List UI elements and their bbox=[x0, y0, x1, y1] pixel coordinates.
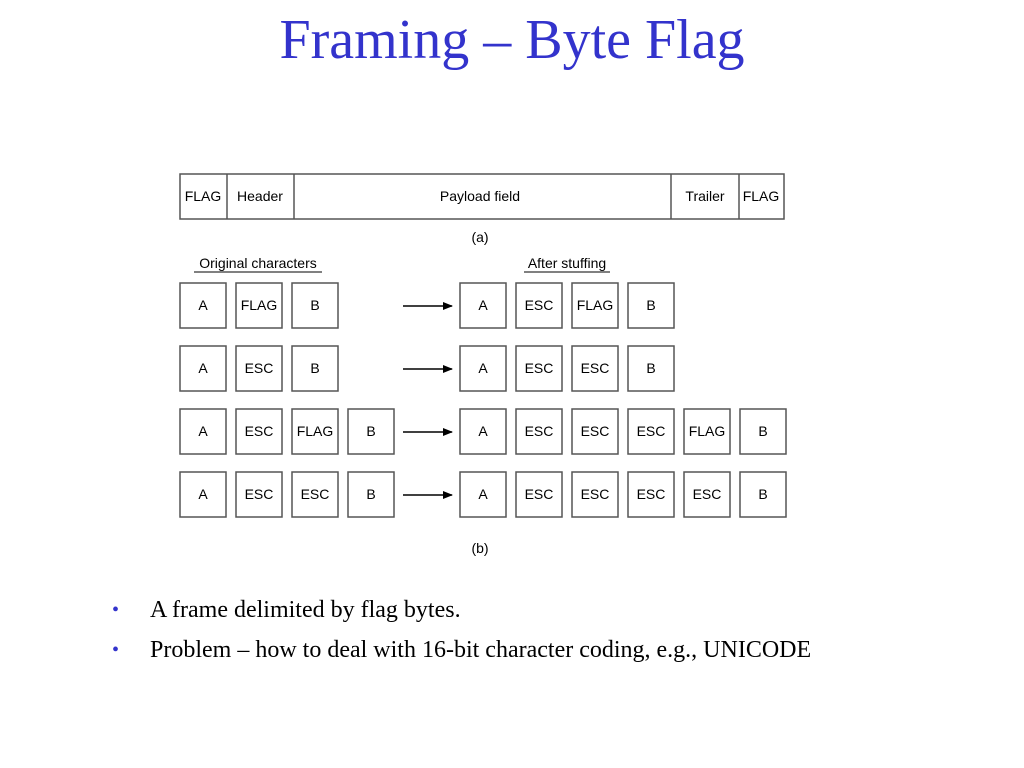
original-char-label: A bbox=[198, 360, 208, 376]
stuffed-char-label: A bbox=[478, 297, 488, 313]
original-char-box bbox=[179, 471, 227, 518]
frame-field-flag-end: FLAG bbox=[743, 188, 780, 204]
original-char-box bbox=[347, 471, 395, 518]
bullet-marker: • bbox=[112, 599, 120, 621]
stuffed-char-label: ESC bbox=[693, 486, 722, 502]
stuffed-char-label: ESC bbox=[581, 423, 610, 439]
original-char-label: A bbox=[198, 297, 208, 313]
original-char-box bbox=[235, 345, 283, 392]
original-char-box bbox=[291, 471, 339, 518]
stuffed-char-label: A bbox=[478, 486, 488, 502]
stuffed-char-label: B bbox=[758, 423, 767, 439]
original-char-box bbox=[291, 408, 339, 455]
stuffed-char-label: B bbox=[758, 486, 767, 502]
stuffed-char-box bbox=[683, 471, 731, 518]
stuffed-char-box bbox=[459, 471, 507, 518]
stuffed-char-label: B bbox=[646, 297, 655, 313]
stuffed-char-label: FLAG bbox=[689, 423, 726, 439]
bullet-item: • Problem – how to deal with 16-bit char… bbox=[112, 632, 811, 672]
frame-field-flag-start: FLAG bbox=[185, 188, 222, 204]
original-char-label: FLAG bbox=[297, 423, 334, 439]
stuffed-char-box bbox=[739, 408, 787, 455]
frame-caption: (a) bbox=[471, 229, 488, 245]
original-char-label: ESC bbox=[245, 423, 274, 439]
bullet-marker: • bbox=[112, 639, 120, 661]
frame-outline bbox=[179, 173, 785, 220]
stuffed-char-box bbox=[627, 282, 675, 329]
frame-field-trailer: Trailer bbox=[685, 188, 724, 204]
original-char-box bbox=[291, 282, 339, 329]
stuffed-char-box bbox=[459, 282, 507, 329]
original-char-label: ESC bbox=[301, 486, 330, 502]
original-char-label: B bbox=[366, 486, 375, 502]
stuffing-rows: A FLAG B A ESC FLAG B A ESC B A ESC ESC B A ESC FLAG B A ES… bbox=[179, 282, 787, 518]
stuffed-char-box bbox=[459, 345, 507, 392]
original-char-box bbox=[235, 282, 283, 329]
original-characters-label: Original characters bbox=[199, 255, 317, 271]
original-char-label: B bbox=[310, 360, 319, 376]
bullet-item: • A frame delimited by flag bytes. bbox=[112, 592, 811, 632]
stuffed-char-label: B bbox=[646, 360, 655, 376]
frame-field-header: Header bbox=[237, 188, 283, 204]
stuffed-char-label: ESC bbox=[525, 297, 554, 313]
stuffed-char-box bbox=[515, 408, 563, 455]
stuffed-char-box bbox=[571, 345, 619, 392]
stuffed-char-box bbox=[571, 282, 619, 329]
original-char-label: B bbox=[310, 297, 319, 313]
stuffed-char-box bbox=[627, 471, 675, 518]
stuffed-char-box bbox=[459, 408, 507, 455]
stuffed-char-label: ESC bbox=[637, 486, 666, 502]
stuffed-char-label: ESC bbox=[581, 360, 610, 376]
stuffed-char-box bbox=[515, 471, 563, 518]
original-char-box bbox=[179, 408, 227, 455]
stuffed-char-label: ESC bbox=[637, 423, 666, 439]
stuffing-row: A ESC ESC B A ESC ESC ESC ESC B bbox=[179, 471, 787, 518]
stuffed-char-box bbox=[571, 471, 619, 518]
bullet-text: Problem – how to deal with 16-bit charac… bbox=[150, 637, 812, 663]
stuffed-char-box bbox=[571, 408, 619, 455]
original-char-box bbox=[235, 408, 283, 455]
frame-field-payload: Payload field bbox=[440, 188, 520, 204]
slide-title: Framing – Byte Flag bbox=[279, 9, 745, 71]
original-char-box bbox=[179, 282, 227, 329]
original-char-box bbox=[179, 345, 227, 392]
byte-stuffing-figure: FLAG Header Payload field Trailer FLAG (… bbox=[179, 173, 787, 556]
stuffed-char-label: ESC bbox=[525, 360, 554, 376]
stuffed-char-label: ESC bbox=[581, 486, 610, 502]
bullet-text: A frame delimited by flag bytes. bbox=[150, 597, 461, 623]
original-char-label: ESC bbox=[245, 360, 274, 376]
stuffed-char-box bbox=[515, 282, 563, 329]
bullet-list: • A frame delimited by flag bytes. • Pro… bbox=[112, 592, 811, 672]
stuffed-char-box bbox=[627, 408, 675, 455]
original-char-label: B bbox=[366, 423, 375, 439]
stuffed-char-box bbox=[627, 345, 675, 392]
original-char-label: A bbox=[198, 423, 208, 439]
stuffing-caption: (b) bbox=[471, 540, 488, 556]
stuffed-char-box bbox=[739, 471, 787, 518]
stuffing-row: A ESC B A ESC ESC B bbox=[179, 345, 675, 392]
after-stuffing-label: After stuffing bbox=[528, 255, 606, 271]
stuffing-diagram: Original characters After stuffing A FLAG… bbox=[179, 255, 787, 556]
original-char-label: FLAG bbox=[241, 297, 278, 313]
original-char-box bbox=[291, 345, 339, 392]
original-char-box bbox=[347, 408, 395, 455]
stuffing-row: A FLAG B A ESC FLAG B bbox=[179, 282, 675, 329]
stuffed-char-label: A bbox=[478, 360, 488, 376]
stuffed-char-label: A bbox=[478, 423, 488, 439]
stuffed-char-box bbox=[515, 345, 563, 392]
frame-diagram: FLAG Header Payload field Trailer FLAG (… bbox=[179, 173, 785, 245]
stuffed-char-label: FLAG bbox=[577, 297, 614, 313]
original-char-label: ESC bbox=[245, 486, 274, 502]
stuffed-char-box bbox=[683, 408, 731, 455]
stuffing-row: A ESC FLAG B A ESC ESC ESC FLAG B bbox=[179, 408, 787, 455]
stuffed-char-label: ESC bbox=[525, 423, 554, 439]
original-char-box bbox=[235, 471, 283, 518]
stuffed-char-label: ESC bbox=[525, 486, 554, 502]
original-char-label: A bbox=[198, 486, 208, 502]
